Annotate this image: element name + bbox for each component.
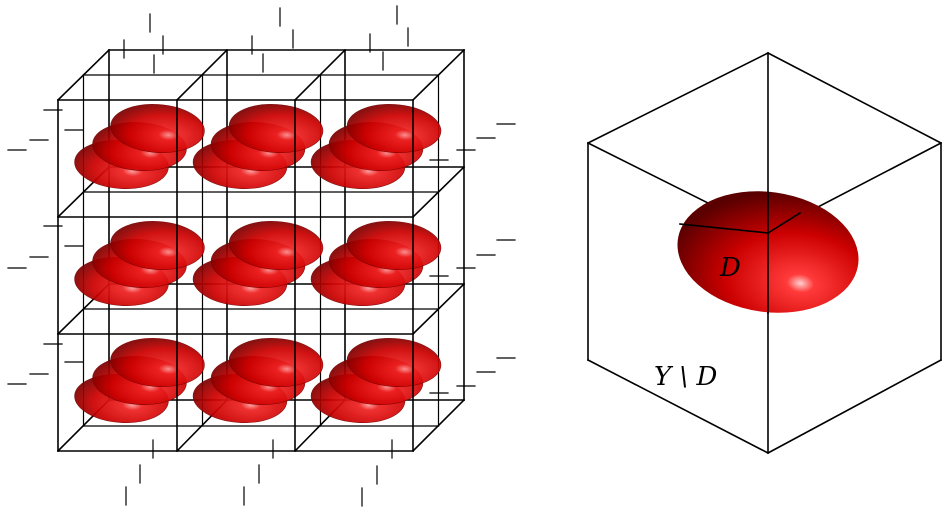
front-grid bbox=[57, 99, 414, 452]
cube-edge bbox=[766, 51, 943, 145]
inclusion-ellipsoid bbox=[110, 338, 205, 387]
inclusion-ellipsoid bbox=[228, 338, 324, 387]
inclusion-ellipsoid bbox=[346, 338, 442, 387]
inclusion-ellipsoid bbox=[110, 104, 205, 153]
inclusion-ellipsoid bbox=[346, 104, 442, 153]
tick-marks bbox=[7, 5, 516, 507]
inclusion-ellipsoid bbox=[228, 221, 324, 270]
inclusion-ellipsoid bbox=[110, 221, 205, 270]
matrix-label: Y \ D bbox=[654, 362, 717, 392]
ellipsoid-array bbox=[74, 104, 442, 423]
inclusion-ellipsoid bbox=[228, 104, 324, 153]
unit-cell-front-edges bbox=[586, 51, 943, 455]
cube-edge bbox=[766, 211, 802, 235]
unit-cell-panel: D Y \ D bbox=[586, 51, 943, 455]
cube-edge bbox=[766, 358, 943, 455]
cube-edge bbox=[586, 51, 770, 145]
periodic-lattice-panel bbox=[7, 5, 516, 507]
cube-edge bbox=[679, 223, 769, 234]
inclusion-label: D bbox=[719, 253, 741, 283]
cube-edge bbox=[586, 358, 770, 455]
inclusion-ellipsoid bbox=[346, 221, 442, 270]
